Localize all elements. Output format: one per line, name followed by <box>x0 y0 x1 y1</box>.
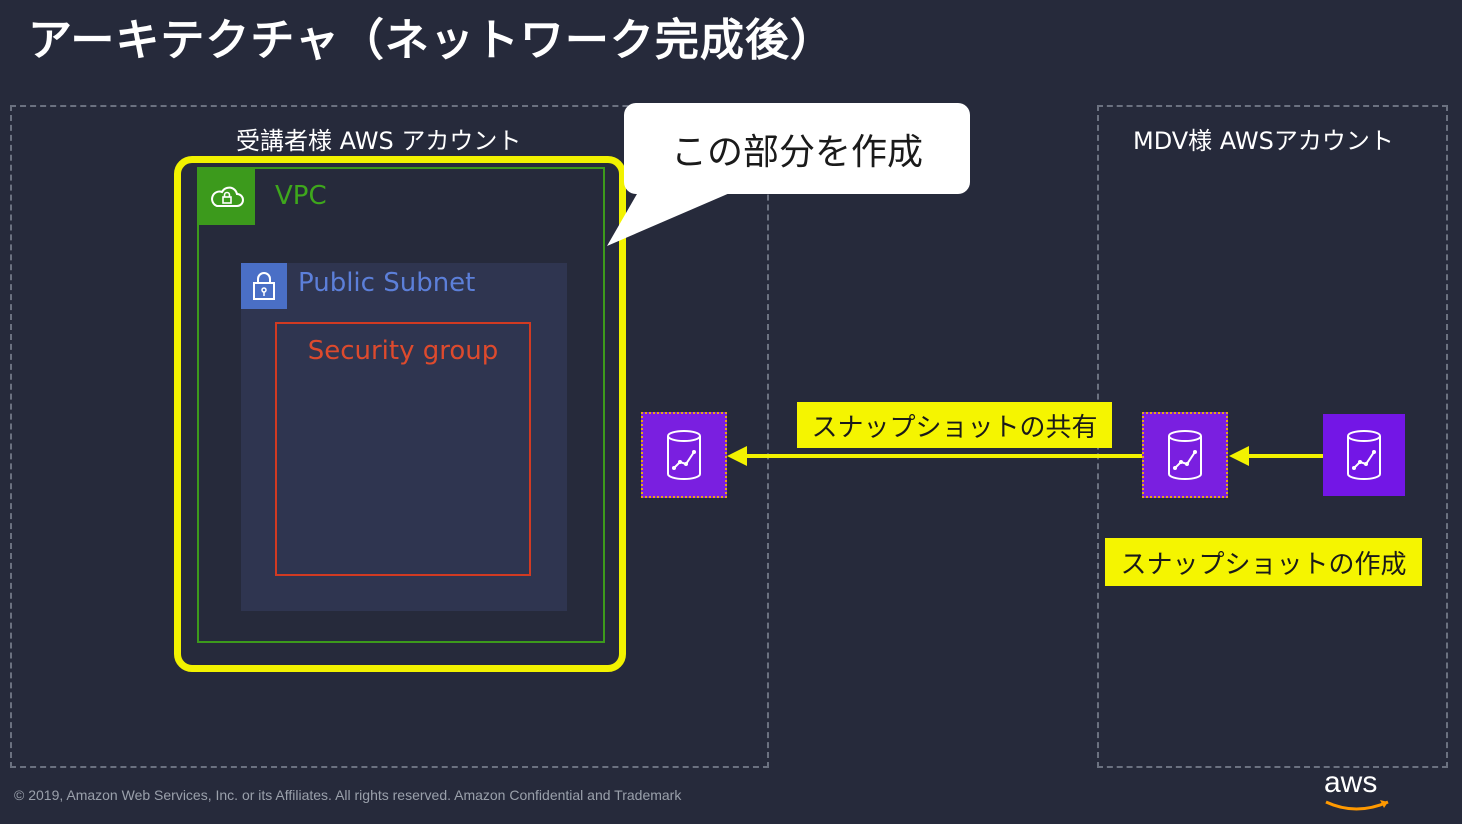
snapshot-create-label: スナップショットの作成 <box>1105 538 1422 586</box>
public-subnet-container: Public Subnet <box>241 263 567 611</box>
callout-tail <box>607 180 760 246</box>
public-subnet-label: Public Subnet <box>298 268 476 298</box>
student-aws-account-boundary: 受講者様 AWS アカウント <box>10 105 769 768</box>
aws-logo-text: aws <box>1324 766 1377 799</box>
student-rds-database-icon <box>641 412 727 498</box>
aws-logo: aws <box>1320 762 1400 822</box>
padlock-icon <box>241 263 287 309</box>
vpc-label: VPC <box>275 181 327 211</box>
security-group-container: Security group <box>275 322 531 576</box>
student-account-label: 受講者様 AWS アカウント <box>236 127 522 155</box>
vpc-container: VPC <box>197 167 605 643</box>
callout-bubble: この部分を作成 <box>624 103 970 194</box>
shared-snapshot-database-icon <box>1142 412 1228 498</box>
mdv-account-label: MDV様 AWSアカウント <box>1133 127 1394 155</box>
page-title: アーキテクチャ（ネットワーク完成後） <box>28 15 835 66</box>
snapshot-share-label: スナップショットの共有 <box>797 402 1112 448</box>
copyright-footer: © 2019, Amazon Web Services, Inc. or its… <box>14 787 682 803</box>
created-area-highlight <box>174 156 626 672</box>
security-group-label: Security group <box>307 336 499 366</box>
mdv-rds-database-icon <box>1323 414 1405 496</box>
vpc-cloud-lock-icon <box>199 169 255 225</box>
